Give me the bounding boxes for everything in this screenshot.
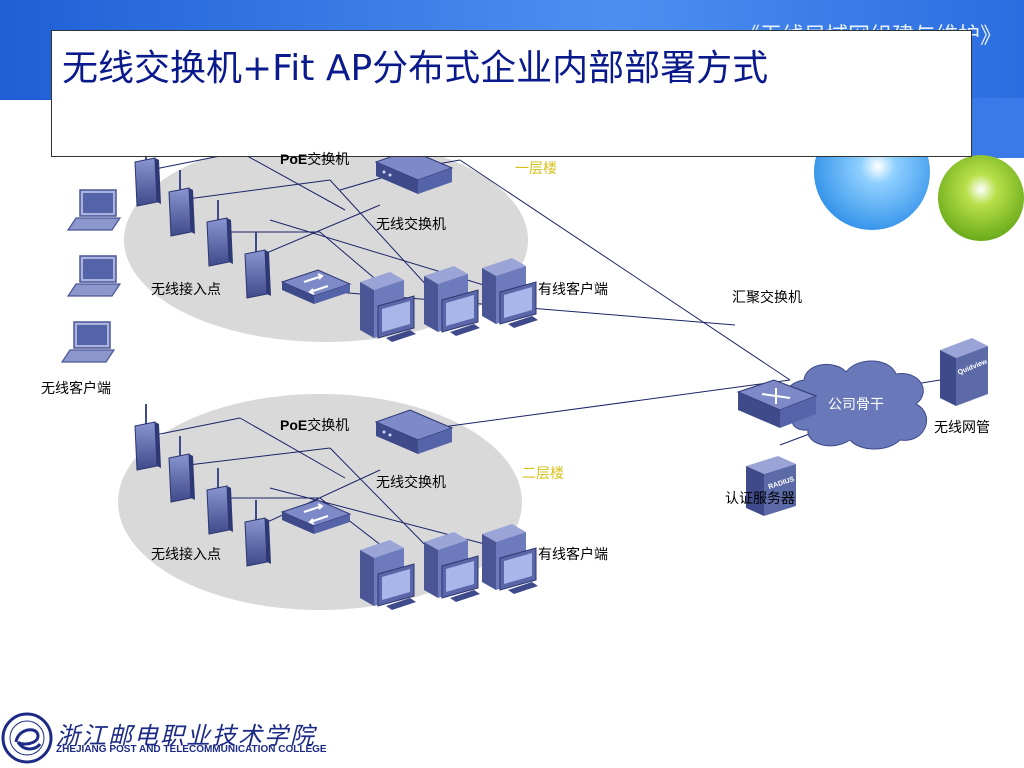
auth-server-icon (746, 456, 796, 516)
wireless-nms-label: 无线网管 (934, 420, 990, 436)
backbone-cloud (784, 360, 928, 450)
floor1-access-points-label: 无线接入点 (151, 282, 221, 298)
college-name-en: ZHEJIANG POST AND TELECOMMUNICATION COLL… (56, 744, 327, 755)
floor2-label: 二层楼 (522, 466, 564, 482)
backbone-label: 公司骨干 (828, 397, 884, 413)
floor1-wired-clients-label: 有线客户端 (538, 282, 608, 298)
floor2-wireless-switch-label: 无线交换机 (376, 475, 446, 491)
floor2-wired-clients-label: 有线客户端 (538, 547, 608, 563)
title-box: 无线交换机+Fit AP分布式企业内部部署方式 (51, 30, 972, 157)
floor1-wireless-switch-label: 无线交换机 (376, 217, 446, 233)
college-name-cn: 浙江邮电职业技术学院 (56, 722, 316, 750)
floor2-poe-switch-label: PoE交换机 (280, 417, 350, 434)
college-logo-icon (1, 712, 53, 764)
floor1-label: 一层楼 (515, 161, 557, 177)
floor1-poe-switch-label: PoE交换机 (280, 151, 350, 168)
wireless-nms-server-icon (940, 338, 988, 406)
wireless-client-laptops (61, 189, 121, 363)
aggregation-switch-label: 汇聚交换机 (732, 290, 802, 306)
wireless-clients-label: 无线客户端 (41, 381, 111, 397)
aggregation-switch-icon (736, 379, 818, 428)
page-title: 无线交换机+Fit AP分布式企业内部部署方式 (62, 48, 769, 89)
decor-green-ball (938, 155, 1024, 241)
header-right-strip (972, 98, 1024, 158)
floor2-access-points-label: 无线接入点 (151, 547, 221, 563)
auth-server-label: 认证服务器 (725, 491, 795, 507)
